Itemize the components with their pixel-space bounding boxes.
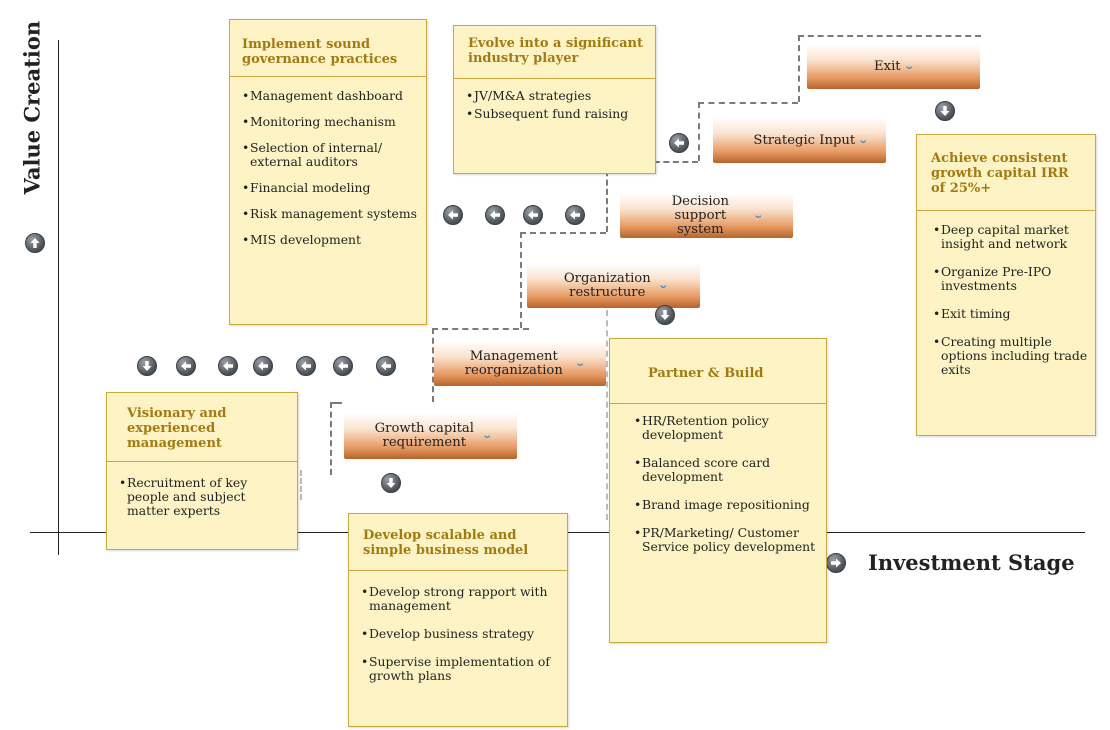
list-item: Financial modeling [240,181,420,195]
box-title: Visionary and experienced management [107,393,297,462]
box-list: Management dashboard Monitoring mechanis… [230,77,426,259]
list-item: Creating multiple options including trad… [931,335,1089,377]
circle-arrow-right-icon [826,553,846,573]
stage-label: Exit [874,58,901,74]
circle-arrow-up-icon [25,233,45,253]
circle-arrow-down-icon [381,473,401,493]
box-scalable: Develop scalable and simple business mod… [348,513,568,727]
list-item: Supervise implementation of growth plans [359,655,561,683]
circle-arrow-down-icon [655,305,675,325]
stage-decision-support[interactable]: Decision support system ⌄ [620,193,793,238]
box-list: Deep capital market insight and network … [917,211,1095,389]
chevron-down-icon: ⌄ [481,430,494,441]
box-title: Evolve into a significant industry playe… [454,26,655,79]
list-item: Subsequent fund raising [464,107,649,121]
chevron-down-icon: ⌄ [574,357,586,369]
box-list: JV/M&A strategies Subsequent fund raisin… [454,79,655,133]
list-item: Organize Pre-IPO investments [931,265,1089,293]
circle-arrow-left-icon [565,205,585,225]
stage-label: Strategic Input [753,132,856,148]
box-title: Achieve consistent growth capital IRR of… [917,135,1095,211]
list-item: PR/Marketing/ Customer Service policy de… [632,526,820,554]
list-item: Monitoring mechanism [240,115,420,129]
circle-arrow-left-icon [296,356,316,376]
stage-strategic-input[interactable]: Strategic Input ⌄ [713,118,886,163]
y-axis-line [58,40,59,555]
box-title: Develop scalable and simple business mod… [349,514,567,571]
list-item: Management dashboard [240,89,420,103]
circle-arrow-left-icon [669,133,689,153]
circle-arrow-left-icon [523,205,543,225]
list-item: JV/M&A strategies [464,89,649,103]
list-item: Develop business strategy [359,627,561,641]
stage-management-reorganization[interactable]: Management reorganization ⌄ [434,341,606,386]
chevron-down-icon: ⌄ [752,209,765,221]
stage-exit[interactable]: Exit ⌄ [807,44,980,89]
chevron-down-icon: ⌄ [902,60,915,72]
chevron-down-icon: ⌄ [857,134,870,146]
stage-label: Management reorganization [464,348,563,378]
list-item: Brand image repositioning [632,498,820,512]
stage-organization-restructure[interactable]: Organization restructure ⌄ [527,263,700,308]
y-axis-title: Value Creation [19,20,45,195]
stage-growth-capital[interactable]: Growth capital requirement ⌄ [344,413,517,459]
circle-arrow-down-icon [935,101,955,121]
list-item: Recruitment of key people and subject ma… [117,476,291,518]
box-achieve: Achieve consistent growth capital IRR of… [916,134,1096,436]
box-industry: Evolve into a significant industry playe… [453,25,656,174]
circle-arrow-left-icon [443,205,463,225]
stage-label: Growth capital requirement [374,421,474,450]
box-visionary: Visionary and experienced management Rec… [106,392,298,550]
x-axis-title: Investment Stage [868,550,1075,575]
box-list: Develop strong rapport with management D… [349,571,567,695]
list-item: Balanced score card development [632,456,820,484]
circle-arrow-left-icon [376,356,396,376]
list-item: MIS development [240,233,420,247]
chevron-down-icon: ⌄ [657,279,670,291]
list-item: HR/Retention policy development [632,414,820,442]
circle-arrow-left-icon [253,356,273,376]
list-item: Develop strong rapport with management [359,585,561,613]
circle-arrow-left-icon [485,205,505,225]
box-title: Implement sound governance practices [230,20,426,77]
stage-label: Organization restructure [563,270,651,300]
circle-arrow-down-icon [137,356,157,376]
box-title: Partner & Build [610,339,826,404]
box-list: HR/Retention policy development Balanced… [610,404,826,566]
box-governance: Implement sound governance practices Man… [229,19,427,325]
circle-arrow-left-icon [333,356,353,376]
box-partner: Partner & Build HR/Retention policy deve… [609,338,827,643]
circle-arrow-left-icon [176,356,196,376]
circle-arrow-left-icon [218,356,238,376]
box-list: Recruitment of key people and subject ma… [107,462,297,530]
list-item: Exit timing [931,307,1089,321]
stage-label: Decision support system [671,193,729,237]
list-item: Deep capital market insight and network [931,223,1089,251]
list-item: Risk management systems [240,207,420,221]
staircase-path [330,402,332,475]
list-item: Selection of internal/ external auditors [240,141,420,169]
